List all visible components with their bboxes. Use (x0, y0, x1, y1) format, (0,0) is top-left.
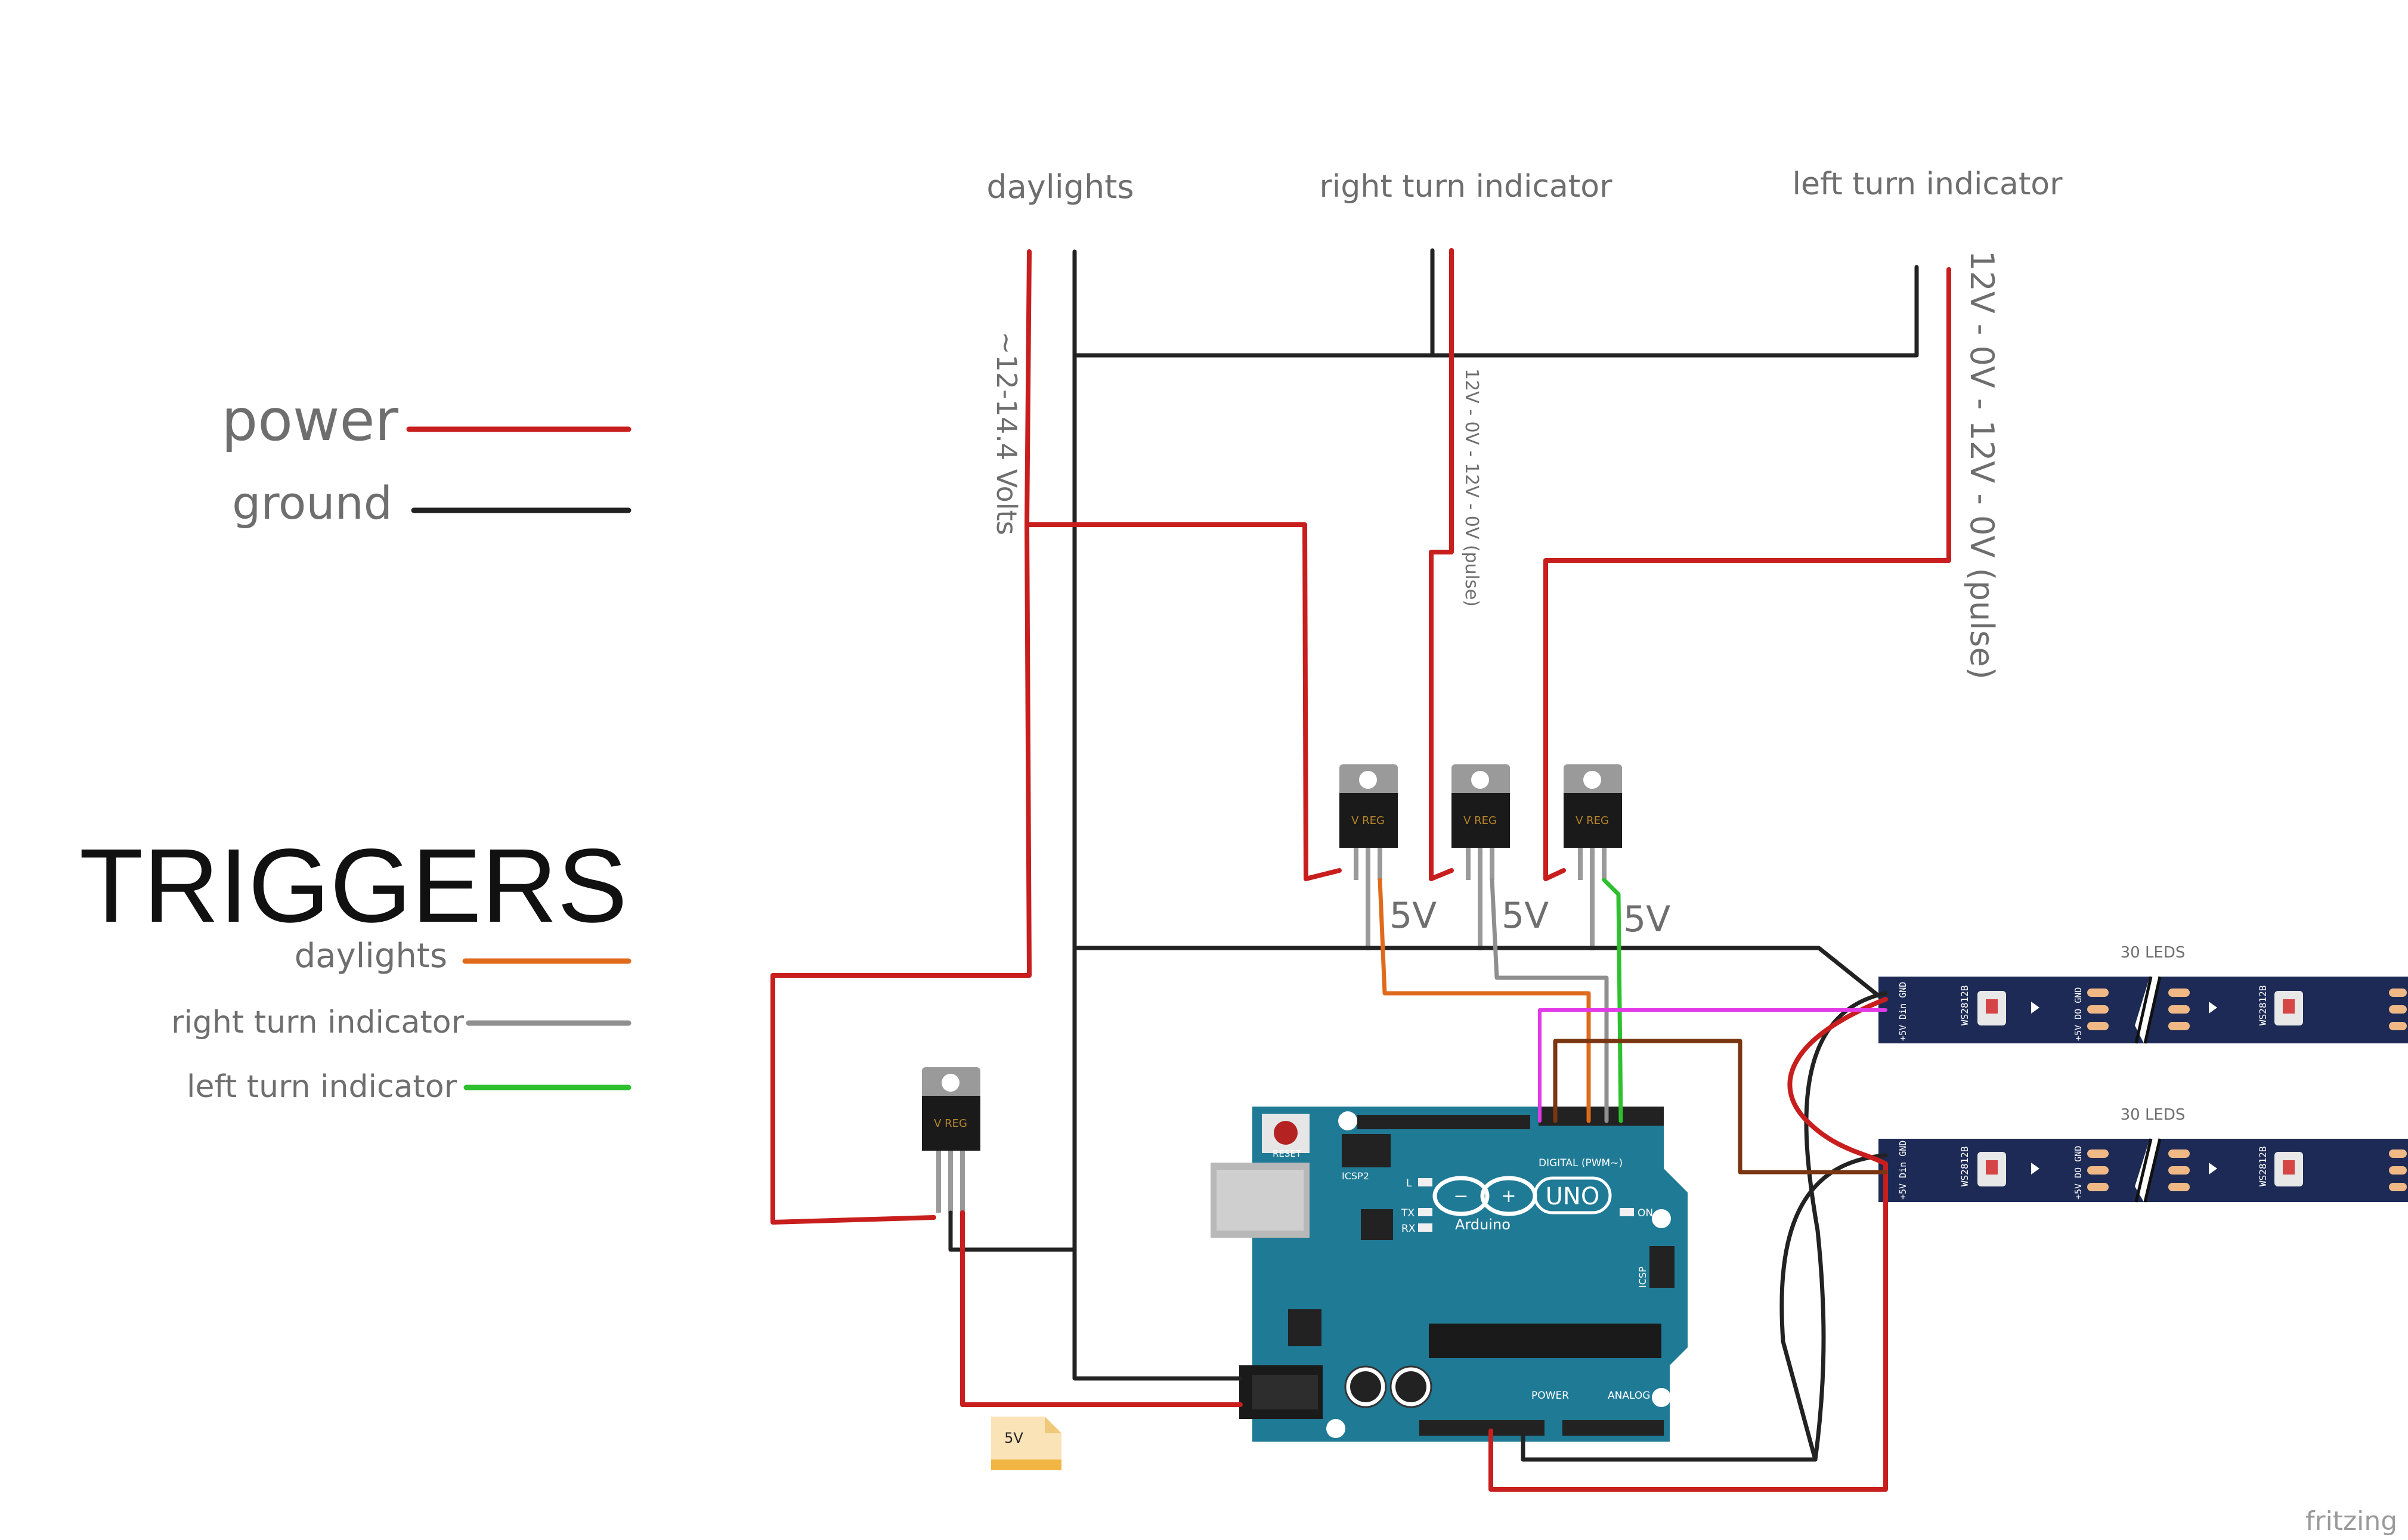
input-label-right-turn: right turn indicator (1320, 169, 1613, 204)
svg-text:L: L (1406, 1178, 1412, 1189)
ground-wire-regulator (948, 1210, 1077, 1252)
trigger-wire-right-turn-route (1490, 878, 1609, 1123)
svg-text:WS2812B: WS2812B (2257, 1147, 2268, 1186)
svg-text:ICSP: ICSP (1637, 1266, 1648, 1288)
trigger-label-daylights: daylights (295, 937, 447, 975)
trigger-wire-daylights-route (1378, 878, 1591, 1123)
ground-wire-strip-bottom (1779, 1153, 1888, 1462)
data-wire-magenta (1538, 1008, 1887, 1123)
voltage-regulator-daylights: V REG (1339, 764, 1398, 950)
ground-wire-top-bus (1072, 265, 1919, 358)
svg-text:V REG: V REG (934, 1117, 967, 1130)
svg-text:V REG: V REG (1463, 814, 1497, 827)
svg-text:V REG: V REG (1576, 814, 1609, 827)
power-wire-left-input (1543, 267, 1951, 881)
input-label-daylights: daylights (986, 168, 1134, 206)
svg-text:WS2812B: WS2812B (1959, 986, 1970, 1025)
svg-text:DIGITAL (PWM~): DIGITAL (PWM~) (1539, 1157, 1623, 1169)
svg-text:UNO: UNO (1546, 1183, 1600, 1210)
svg-text:ICSP2: ICSP2 (1342, 1170, 1369, 1182)
svg-text:Arduino: Arduino (1455, 1216, 1511, 1233)
legend-power-label: power (221, 387, 398, 454)
ground-wire-strip-top (1521, 991, 1888, 1462)
five-volt-label-daylights: 5V (1389, 895, 1437, 937)
power-wire-right-input (1429, 248, 1454, 881)
triggers-title: TRIGGERS (79, 828, 627, 944)
fritzing-watermark: fritzing (2305, 1506, 2397, 1536)
led-strip-bottom: WS2812B WS2812B +5V Din GND +5V DO GND (1878, 1138, 2408, 1203)
voltage-regulator-right-turn: V REG (1451, 764, 1510, 950)
ground-wire-mid-bus (1072, 946, 1881, 998)
svg-text:5V: 5V (1004, 1430, 1023, 1446)
led-strip-bottom-label: 30 LEDS (2121, 1106, 2186, 1124)
svg-text:TX: TX (1401, 1207, 1415, 1219)
voltage-regulator-main: V REG (922, 1067, 980, 1213)
svg-text:WS2812B: WS2812B (1959, 1147, 1970, 1186)
ground-wire-daylights-input (1072, 249, 1243, 1381)
svg-text:WS2812B: WS2812B (2257, 986, 2268, 1025)
legend-ground-label: ground (232, 476, 392, 529)
pulse-annotation-right: 12V - 0V - 12V - 0V (pulse) (1461, 368, 1482, 607)
voltage-annotation: ~12-14.4 Volts (991, 331, 1023, 535)
trigger-label-right-turn: right turn indicator (171, 1005, 465, 1040)
svg-text:RX: RX (1401, 1223, 1416, 1235)
svg-text:+5V DO GND: +5V DO GND (2073, 987, 2084, 1041)
svg-text:+5V Din GND: +5V Din GND (1898, 982, 1908, 1041)
svg-text:ANALOG IN: ANALOG IN (1608, 1390, 1664, 1402)
svg-text:−: − (1453, 1186, 1468, 1207)
power-wire-strips (1488, 997, 1888, 1492)
led-strip-top: WS2812B WS2812B +5V Din GND +5V DO GND (1878, 976, 2408, 1044)
voltage-regulator-left-turn: V REG (1564, 764, 1622, 950)
svg-text:RESET: RESET (1273, 1148, 1302, 1159)
svg-text:+5V Din GND: +5V Din GND (1898, 1141, 1908, 1200)
power-wire-regulator-out (960, 1210, 1243, 1407)
led-strip-top-label: 30 LEDS (2121, 944, 2186, 962)
five-volt-label-left-turn: 5V (1623, 898, 1670, 940)
data-wire-brown (1553, 1039, 1888, 1175)
svg-text:V REG: V REG (1351, 814, 1385, 827)
power-wire-main (770, 249, 1032, 1225)
svg-text:POWER: POWER (1531, 1390, 1569, 1402)
power-wire-daylights-reg (1025, 522, 1342, 881)
input-label-left-turn: left turn indicator (1793, 166, 2063, 202)
arduino-uno-board: RESET ICSP2 DIGITAL (PWM~) L TX RX ON − … (1211, 1107, 1688, 1442)
svg-text:+5V DO GND: +5V DO GND (2073, 1146, 2084, 1200)
svg-text:+: + (1501, 1186, 1516, 1207)
trigger-wire-left-turn-route (1602, 878, 1623, 1123)
battery-note: 5V (991, 1417, 1061, 1470)
five-volt-label-right-turn: 5V (1502, 895, 1549, 937)
pulse-annotation-left: 12V - 0V - 12V - 0V (pulse) (1963, 250, 2001, 680)
svg-text:ON: ON (1638, 1207, 1653, 1219)
trigger-label-left-turn: left turn indicator (187, 1069, 457, 1105)
